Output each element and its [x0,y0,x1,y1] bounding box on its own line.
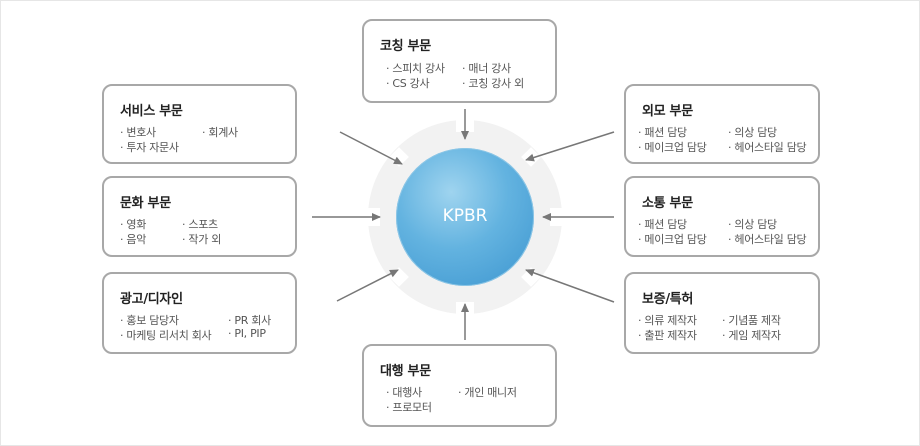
box-item: · 메이크업 담당 [638,233,707,246]
box-item: · 변호사 [120,126,156,139]
box-item: · 스피치 강사 [386,62,445,75]
box-item: · 대행사 [386,386,422,399]
box-title: 외모 부문 [642,104,693,119]
box-culture: 문화 부문 · 영화 · 스포츠 · 음악 · 작가 외 [102,176,297,257]
box-item: · 게임 제작자 [722,329,781,342]
box-item: · 작가 외 [182,233,222,246]
box-title: 코칭 부문 [380,39,431,54]
arrow-ad [336,269,399,302]
box-item: · 홍보 담당자 [120,314,179,327]
box-item: · 마케팅 리서치 회사 [120,329,212,342]
box-item: · 패션 담당 [638,126,687,139]
box-item: · 매너 강사 [462,62,511,75]
box-title: 보증/특허 [642,292,694,307]
box-item: · 프로모터 [386,401,432,414]
box-item: · 메이크업 담당 [638,141,707,154]
box-item: · 스포츠 [182,218,218,231]
box-item: · 출판 제작자 [638,329,697,342]
box-item: · 영화 [120,218,147,231]
box-item: · 음악 [120,233,147,246]
box-item: · 의상 담당 [728,126,777,139]
box-title: 서비스 부문 [120,104,183,119]
box-agency: 대행 부문 · 대행사 · 개인 매니저 · 프로모터 [362,344,557,427]
box-item: · 코칭 강사 외 [462,77,524,90]
box-item: · 패션 담당 [638,218,687,231]
box-title: 문화 부문 [120,196,171,211]
hub-circle [396,148,534,286]
box-title: 대행 부문 [380,364,431,379]
box-item: · 헤어스타일 담당 [728,233,807,246]
box-item: · 투자 자문사 [120,141,179,154]
box-title: 광고/디자인 [120,292,183,307]
box-item: · CS 강사 [386,77,430,90]
box-item: · 개인 매니저 [458,386,517,399]
arrow-patent [525,268,615,303]
box-communication: 소통 부문 · 패션 담당 · 의상 담당 · 메이크업 담당 · 헤어스타일 … [624,176,820,257]
box-item: · PR 회사 [228,314,271,327]
box-item: · 기념품 제작 [722,314,781,327]
box-appearance: 외모 부문 · 패션 담당 · 의상 담당 · 메이크업 담당 · 헤어스타일 … [624,84,820,164]
box-title: 소통 부문 [642,196,693,211]
arrow-appearance [525,131,615,162]
box-item: · PI, PIP [228,327,266,340]
box-ad-design: 광고/디자인 · 홍보 담당자 · PR 회사 · 마케팅 리서치 회사 · P… [102,272,297,354]
box-item: · 회계사 [202,126,238,139]
arrow-service [339,131,403,165]
box-coaching: 코칭 부문 · 스피치 강사 · 매너 강사 · CS 강사 · 코칭 강사 외 [362,19,557,103]
box-item: · 의류 제작자 [638,314,697,327]
box-service: 서비스 부문 · 변호사 · 회계사 · 투자 자문사 [102,84,297,164]
box-item: · 의상 담당 [728,218,777,231]
box-item: · 헤어스타일 담당 [728,141,807,154]
box-patent: 보증/특허 · 의류 제작자 · 기념품 제작 · 출판 제작자 · 게임 제작… [624,272,820,354]
hub-label: KPBR [442,206,488,226]
